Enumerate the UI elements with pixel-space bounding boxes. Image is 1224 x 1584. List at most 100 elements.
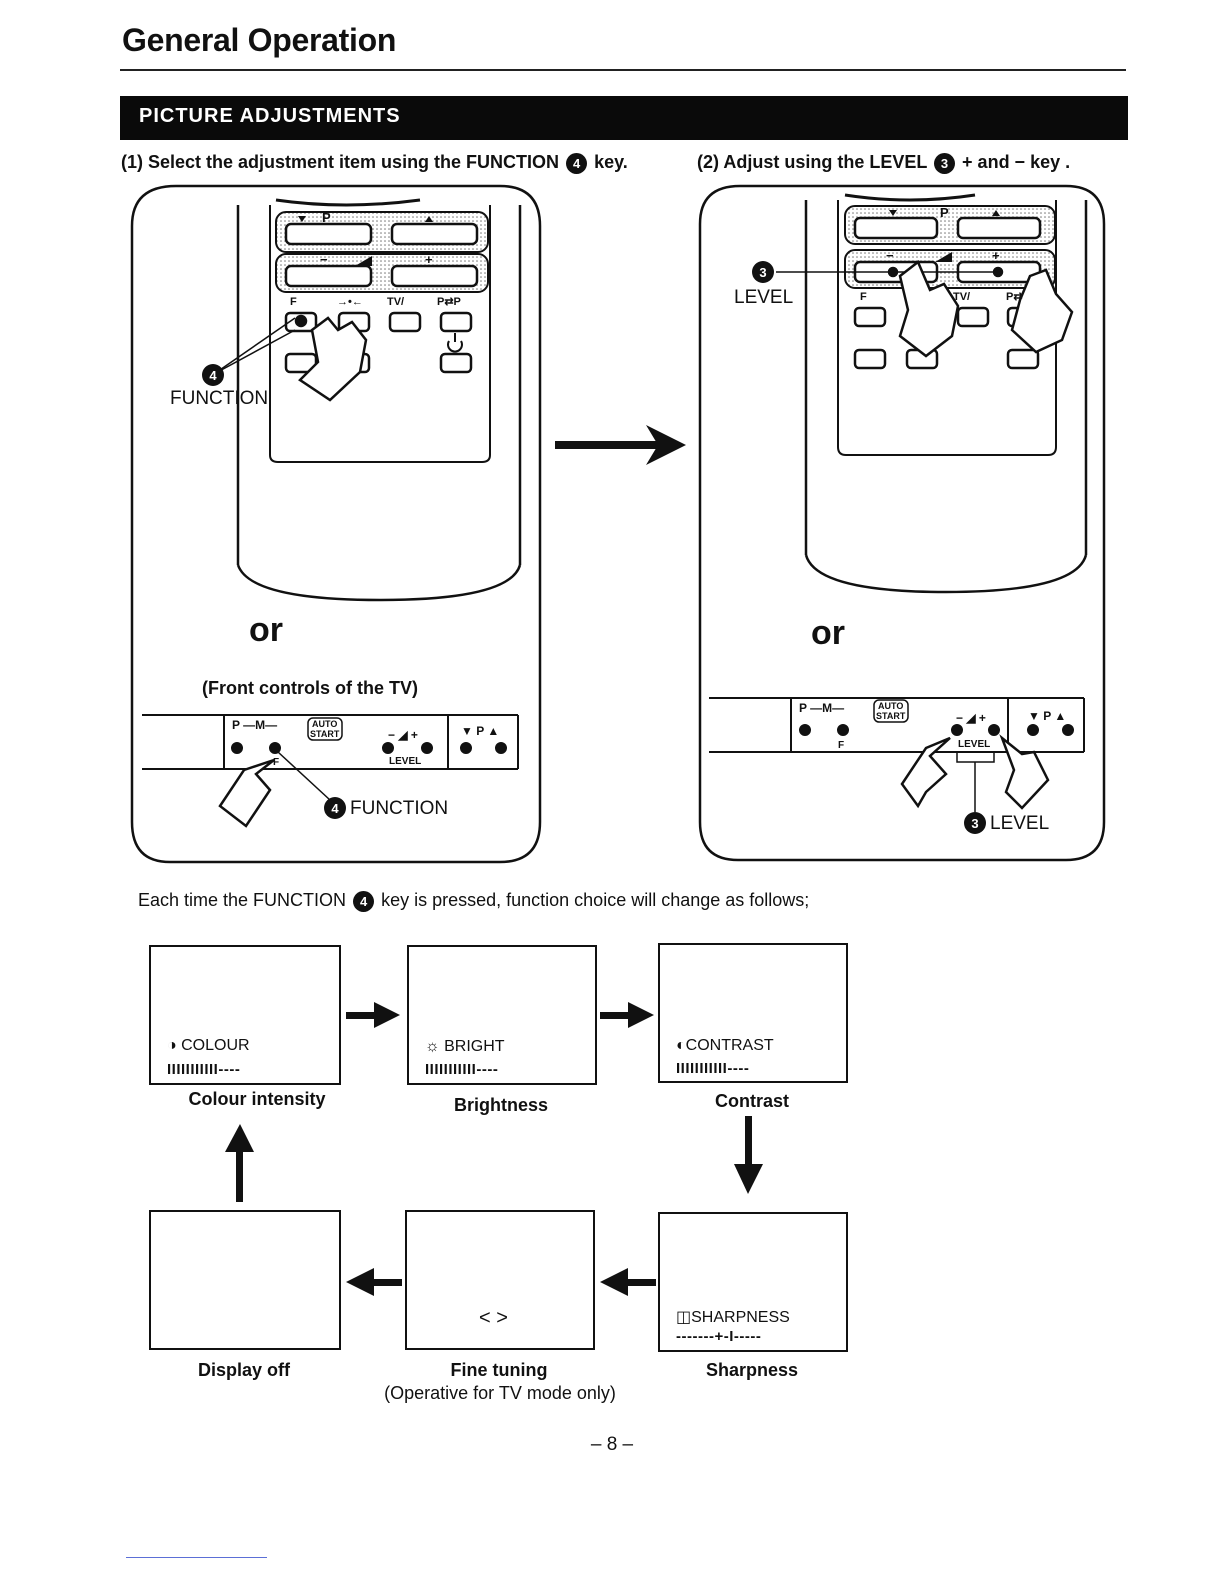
screen-sharpness: ◫SHARPNESS -------+-I----- — [658, 1212, 848, 1352]
level-badge-front-right: 3 — [964, 812, 986, 834]
svg-text:P —M—: P —M— — [232, 718, 277, 732]
screen-display-off — [149, 1210, 341, 1350]
svg-text:P: P — [322, 210, 331, 225]
svg-text:+: + — [425, 252, 433, 267]
page-number: – 8 – — [590, 1434, 634, 1455]
svg-text:4: 4 — [209, 368, 217, 383]
svg-text:−: − — [320, 252, 328, 267]
left-instruction-panel — [130, 184, 542, 864]
svg-text:TV/: TV/ — [953, 291, 970, 303]
front-controls-caption: (Front controls of the TV) — [202, 678, 418, 698]
svg-text:P —M—: P —M— — [799, 701, 844, 715]
colour-level-bar: IIIIIIIIIII---- — [167, 1061, 241, 1078]
bright-level-bar: IIIIIIIIIII---- — [425, 1061, 499, 1078]
svg-text:− ◢ +: − ◢ + — [956, 711, 986, 725]
contrast-icon: ◐ — [676, 1037, 686, 1054]
or-label-right: or — [811, 614, 845, 652]
svg-text:P⇄P: P⇄P — [437, 296, 461, 308]
function-key-number-badge: 4 — [353, 890, 375, 912]
arrow-left-icon — [600, 1268, 656, 1296]
step-1-text: (1) Select the adjustment item using the… — [121, 152, 560, 172]
section-banner: PICTURE ADJUSTMENTS — [120, 96, 1128, 140]
sequence-note-text: Each time the FUNCTION — [138, 890, 347, 910]
function-key-number-badge: 4 — [566, 152, 588, 174]
step-2-instruction: (2) Adjust using the LEVEL 3 + and − key… — [697, 152, 1070, 174]
sequence-arrows — [225, 1002, 763, 1296]
colour-icon: ◑ — [167, 1037, 177, 1054]
colour-osd-label: ◑ COLOUR — [167, 1037, 250, 1054]
screen-fine-tuning: < > — [405, 1210, 595, 1350]
svg-text:F: F — [290, 296, 297, 308]
svg-text:3: 3 — [759, 265, 766, 280]
screen-colour: ◑ COLOUR IIIIIIIIIII---- — [149, 945, 341, 1085]
arrow-right-icon — [346, 1002, 400, 1028]
svg-text:P⇄: P⇄ — [1006, 291, 1023, 303]
arrow-up-icon — [225, 1124, 254, 1202]
remote-control-illustration-right — [776, 193, 1088, 594]
svg-text:→•←: →•← — [337, 296, 363, 308]
sharpness-osd-label: ◫SHARPNESS — [676, 1309, 790, 1326]
caption-brightness: Brightness — [453, 1095, 549, 1115]
step-2-suffix: + and − key . — [962, 152, 1071, 172]
function-label-front: FUNCTION — [350, 798, 449, 819]
sun-icon: ☼ — [425, 1038, 440, 1055]
svg-text:▼ P ▲: ▼ P ▲ — [461, 724, 499, 738]
svg-text:−: − — [886, 248, 894, 263]
screen-bright: ☼ BRIGHT IIIIIIIIIII---- — [407, 945, 597, 1085]
title-divider — [120, 69, 1126, 71]
sharpness-icon: ◫ — [676, 1309, 692, 1326]
arrow-left-icon — [346, 1268, 402, 1296]
remote-control-illustration-left — [213, 198, 522, 602]
sequence-note-suffix: key is pressed, function choice will cha… — [381, 890, 810, 910]
front-controls-left — [142, 714, 519, 828]
or-label-left: or — [249, 611, 283, 649]
svg-text:TV/: TV/ — [387, 296, 404, 308]
svg-text:4: 4 — [331, 801, 339, 816]
sharpness-level-bar: -------+-I----- — [676, 1328, 762, 1345]
svg-text:− ◢ +: − ◢ + — [388, 728, 418, 742]
contrast-level-bar: IIIIIIIIIII---- — [676, 1060, 750, 1077]
remote-labels-left: P − + F →•← TV/ P⇄P — [290, 210, 461, 308]
step-1-instruction: (1) Select the adjustment item using the… — [121, 152, 628, 174]
svg-text:F: F — [860, 291, 867, 303]
svg-text:P: P — [940, 205, 949, 220]
caption-fine-tuning: Fine tuning — [450, 1360, 548, 1380]
fine-tuning-osd: < > — [479, 1307, 508, 1329]
front-controls-right — [709, 697, 1085, 812]
svg-text:LEVEL: LEVEL — [958, 739, 990, 750]
level-key-number-badge: 3 — [934, 152, 956, 174]
svg-text:START: START — [876, 711, 906, 721]
level-badge-right: 3 — [752, 261, 774, 283]
svg-text:+: + — [992, 248, 1000, 263]
svg-text:LEVEL: LEVEL — [389, 756, 421, 767]
caption-display-off: Display off — [197, 1360, 290, 1380]
step-arrow-icon — [555, 425, 686, 465]
svg-text:AUTO: AUTO — [312, 719, 337, 729]
contrast-osd-label: ◐CONTRAST — [676, 1037, 774, 1054]
level-label-right: LEVEL — [734, 287, 794, 308]
sequence-note: Each time the FUNCTION 4 key is pressed,… — [138, 890, 809, 912]
footer-rule — [126, 1557, 267, 1558]
front-labels-right: P —M— AUTO START − ◢ + LEVEL ▼ P ▲ F — [799, 699, 1066, 751]
front-labels-left: P —M— AUTO START − ◢ + LEVEL ▼ P ▲ F — [232, 717, 499, 768]
svg-text:F: F — [838, 740, 844, 751]
bright-osd-label: ☼ BRIGHT — [425, 1038, 505, 1055]
svg-text:▼ P ▲: ▼ P ▲ — [1028, 709, 1066, 723]
step-2-text: (2) Adjust using the LEVEL — [697, 152, 928, 172]
right-instruction-panel — [698, 184, 1106, 862]
caption-colour-intensity: Colour intensity — [188, 1089, 326, 1109]
caption-contrast: Contrast — [714, 1091, 789, 1111]
arrow-down-icon — [734, 1116, 763, 1194]
caption-fine-tuning-note: (Operative for TV mode only) — [384, 1383, 616, 1403]
svg-text:F: F — [273, 757, 279, 768]
svg-text:START: START — [310, 729, 340, 739]
level-label-front: LEVEL — [990, 813, 1050, 834]
remote-labels-right: P − + F TV/ P⇄ — [860, 205, 1023, 303]
screen-contrast: ◐CONTRAST IIIIIIIIIII---- — [658, 943, 848, 1083]
function-badge-left: 4 — [202, 364, 224, 386]
svg-text:AUTO: AUTO — [878, 701, 903, 711]
function-label-left: FUNCTION — [170, 388, 269, 409]
caption-sharpness: Sharpness — [705, 1360, 799, 1380]
arrow-right-icon — [600, 1002, 654, 1028]
